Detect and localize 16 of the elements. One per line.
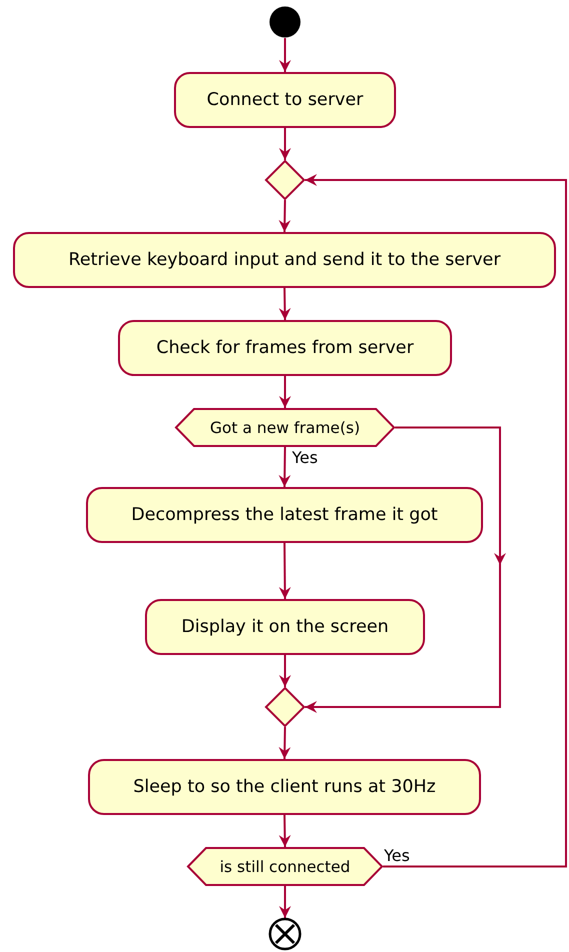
merge-diamond (265, 687, 305, 727)
edge-label: Yes (291, 450, 319, 466)
activity-box: Display it on the screen (145, 599, 425, 655)
decision-label: is still connected (220, 858, 350, 876)
edge-label: Yes (383, 848, 411, 864)
decision-hexagon (187, 847, 383, 886)
decision-hexagon (175, 408, 395, 447)
end-node (269, 918, 301, 950)
activity-box: Retrieve keyboard input and send it to the server (13, 232, 556, 288)
activity-box: Sleep to so the client runs at 30Hz (88, 759, 481, 815)
activity-box: Check for frames from server (118, 320, 452, 376)
merge-diamond (265, 160, 305, 200)
decision-label: Got a new frame(s) (210, 418, 360, 436)
activity-box: Decompress the latest frame it got (86, 487, 483, 543)
start-node (269, 6, 301, 38)
activity-box: Connect to server (174, 72, 396, 128)
